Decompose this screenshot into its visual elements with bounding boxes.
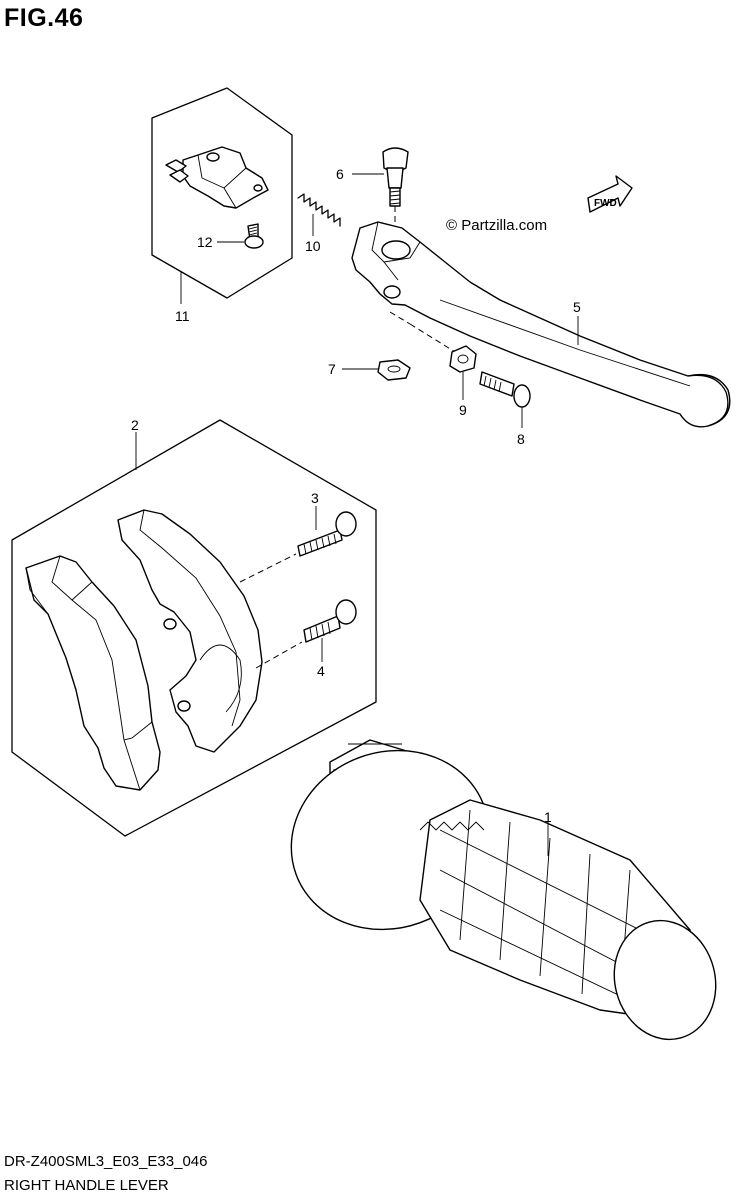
callout-5[interactable]: 5 xyxy=(573,299,581,315)
callout-10[interactable]: 10 xyxy=(305,238,321,254)
screw-3[interactable] xyxy=(297,506,357,557)
brake-lever-5[interactable] xyxy=(351,221,731,428)
screw-4[interactable] xyxy=(303,599,357,662)
washer-7[interactable] xyxy=(342,359,411,381)
rear-holder-half[interactable] xyxy=(117,509,263,753)
spring-10[interactable] xyxy=(297,193,341,236)
callout-2[interactable]: 2 xyxy=(131,417,139,433)
throttle-grip-1[interactable] xyxy=(266,723,729,1051)
figure-title: FIG.46 xyxy=(4,4,84,32)
callout-6[interactable]: 6 xyxy=(336,166,344,182)
callout-11[interactable]: 11 xyxy=(175,308,190,324)
screw-12[interactable] xyxy=(244,223,264,249)
watermark-text: © Partzilla.com xyxy=(446,217,547,234)
front-holder-half[interactable] xyxy=(25,555,161,791)
pivot-bolt-6[interactable] xyxy=(352,147,409,240)
fwd-label: FWD xyxy=(594,198,617,209)
front-brake-switch[interactable] xyxy=(165,146,269,209)
section-name: RIGHT HANDLE LEVER xyxy=(4,1177,169,1194)
model-code: DR-Z400SML3_E03_E33_046 xyxy=(4,1153,208,1170)
group-11-outline xyxy=(151,87,293,299)
callout-4[interactable]: 4 xyxy=(317,663,325,679)
callout-7[interactable]: 7 xyxy=(328,361,336,377)
group-2-outline xyxy=(11,419,377,837)
callout-3[interactable]: 3 xyxy=(311,490,319,506)
callout-8[interactable]: 8 xyxy=(517,431,525,447)
callout-1[interactable]: 1 xyxy=(544,809,552,825)
fwd-arrow-icon: FWD xyxy=(587,175,633,213)
nut-9[interactable] xyxy=(449,345,477,400)
switch-assembly-group xyxy=(151,87,293,304)
holder-group xyxy=(11,419,377,837)
callout-12[interactable]: 12 xyxy=(197,234,213,250)
callout-9[interactable]: 9 xyxy=(459,402,467,418)
bolt-8[interactable] xyxy=(479,371,531,428)
